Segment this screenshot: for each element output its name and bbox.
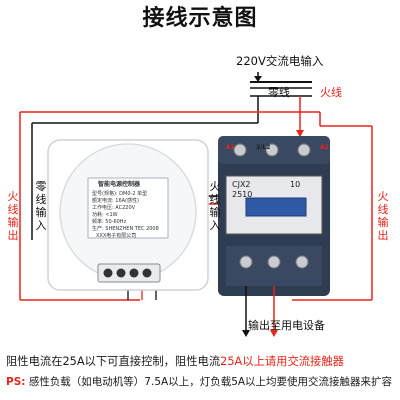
contactor-bottom-screw-3 bbox=[295, 255, 309, 269]
device-manufacturer: XXX电子有限公司 bbox=[96, 233, 137, 239]
neutral-label: 零线 bbox=[268, 86, 290, 99]
output-arrowhead-2 bbox=[270, 330, 278, 337]
note-line-2: PS: 感性负载（如电动机等）7.5A以上，灯负载5A以上均要使用交流接触器来扩… bbox=[6, 377, 392, 388]
contactor-screw-a1 bbox=[233, 143, 247, 157]
terminal-l2-label: 3/L2 bbox=[256, 144, 271, 151]
note-line-1-highlight: 25A以上请用交流接触器 bbox=[220, 355, 344, 368]
device-spec-3: 工作电压: AC220V bbox=[92, 205, 136, 211]
left-live-output-label: 火线输出 bbox=[7, 190, 19, 242]
note-ps-prefix: PS: bbox=[6, 376, 26, 388]
output-arrowhead-1 bbox=[242, 330, 250, 337]
contactor-screw-a2 bbox=[297, 143, 311, 157]
contactor-screw-l2 bbox=[265, 143, 279, 157]
contactor-rating: 10 bbox=[290, 180, 301, 189]
right-live-output-label: 火线输出 bbox=[377, 190, 389, 242]
note-line-1: 阻性电流在25A以下可直接控制，阻性电流25A以上请用交流接触器 bbox=[6, 356, 344, 367]
live-arrowhead bbox=[296, 130, 304, 137]
note-line-2-text: 感性负载（如电动机等）7.5A以上，灯负载5A以上均要使用交流接触器来扩容 bbox=[28, 376, 393, 388]
neutral-input-label: 零线输入 bbox=[35, 180, 47, 232]
power-input-label: 220V交流电输入 bbox=[236, 54, 324, 68]
terminal-a1-label: A1 bbox=[226, 144, 235, 151]
input-arrowhead bbox=[254, 76, 262, 82]
controller-terminal-block bbox=[97, 263, 161, 283]
contactor-blue-indicator bbox=[245, 197, 307, 217]
controller-label-panel bbox=[87, 177, 169, 239]
note-line-1-text: 阻性电流在25A以下可直接控制，阻性电流 bbox=[6, 355, 221, 368]
output-to-device-label: 输出至用电设备 bbox=[248, 319, 325, 332]
controller-terminal-1 bbox=[103, 268, 113, 278]
device-spec-6: 生产: SHENZHEN TEC 2008 bbox=[92, 226, 159, 232]
controller-terminal-2 bbox=[116, 268, 126, 278]
device-spec-2: 额定电流: 16A(感性) bbox=[92, 198, 139, 204]
controller-terminal-4 bbox=[142, 268, 152, 278]
contactor-bottom-screw-1 bbox=[239, 255, 253, 269]
live-input-label: 火线输入 bbox=[209, 180, 221, 232]
terminal-a2-label: A2 bbox=[320, 144, 329, 151]
contactor-number: 2510 bbox=[232, 190, 253, 199]
contactor-model: CJX2 bbox=[232, 180, 251, 189]
device-title: 智能电源控制器 bbox=[98, 181, 141, 188]
device-spec-4: 功耗: <1W bbox=[92, 212, 118, 218]
device-spec-1: 型号(规格): DM0-2 单型 bbox=[92, 191, 148, 197]
live-label: 火线 bbox=[320, 86, 342, 99]
device-spec-5: 频率: 50-60Hz bbox=[92, 219, 127, 225]
controller-terminal-3 bbox=[129, 268, 139, 278]
contactor-bottom-screw-2 bbox=[267, 255, 281, 269]
diagram-title: 接线示意图 bbox=[142, 6, 258, 31]
